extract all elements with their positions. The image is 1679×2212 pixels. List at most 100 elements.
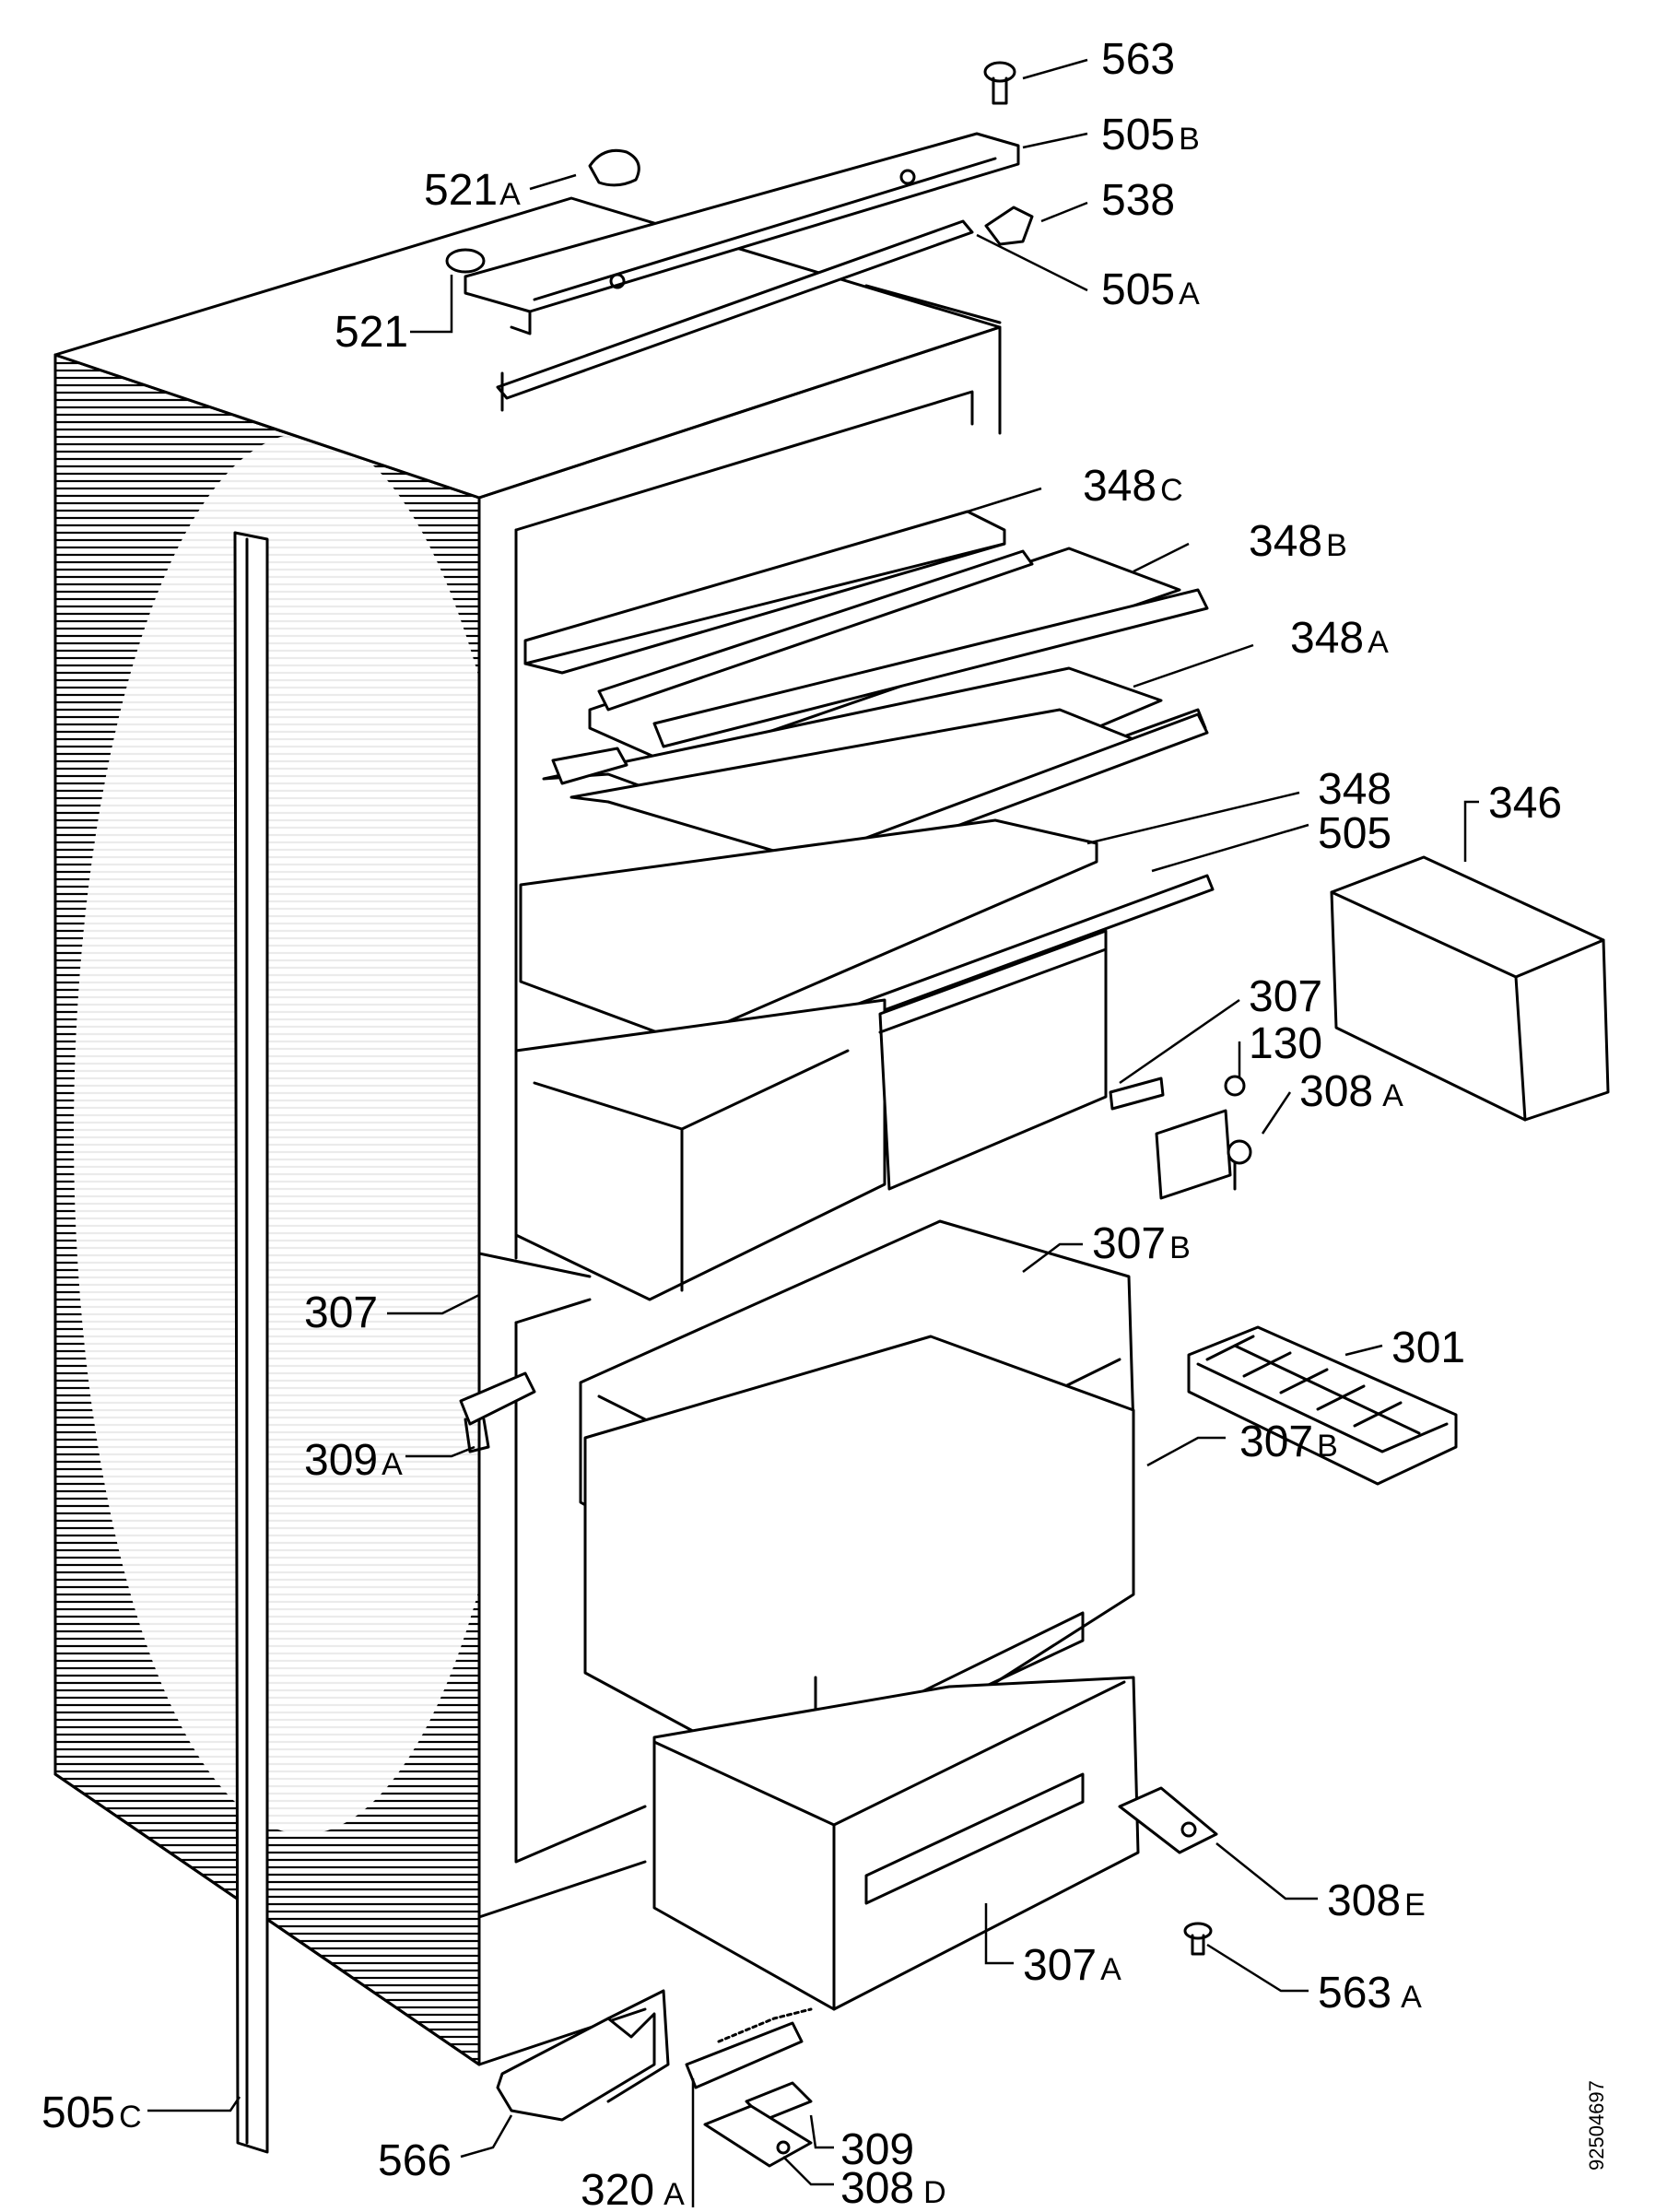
label-308d-suffix: D (923, 2175, 946, 2210)
label-563a: 563 (1318, 1969, 1391, 2018)
label-348c-suffix: C (1160, 473, 1183, 508)
svg-text:307: 307 (1249, 972, 1322, 1021)
label-307-left: 307 (304, 1288, 378, 1337)
label-309a-suffix: A (382, 1447, 403, 1482)
label-301: 301 (1391, 1324, 1465, 1372)
top-hinge-bracket (464, 132, 1020, 335)
label-307b-1-suffix: B (1169, 1230, 1191, 1265)
label-307b-2-suffix: B (1317, 1429, 1338, 1464)
label-505a: 505 (1101, 265, 1175, 314)
label-521a-suffix: A (499, 177, 521, 212)
label-505: 505 (1318, 809, 1391, 858)
svg-text:538: 538 (1101, 176, 1175, 225)
svg-text:505: 505 (1318, 809, 1391, 858)
label-521: 521 (335, 308, 408, 357)
label-563a-suffix: A (1401, 1980, 1422, 2015)
svg-text:563: 563 (1101, 35, 1175, 84)
label-505b: 505 (1101, 111, 1175, 159)
hinge-parts-right (1109, 1075, 1252, 1200)
hinge-308e (1118, 1786, 1218, 1854)
cabinet-front-frame (477, 325, 1002, 500)
label-348a: 348 (1290, 614, 1364, 663)
label-348: 348 (1318, 765, 1391, 814)
door-gasket (233, 531, 269, 2154)
svg-text:307: 307 (304, 1288, 378, 1337)
frame-trim (496, 219, 974, 412)
hinge-cap-521a (588, 148, 640, 187)
label-307a-suffix: A (1100, 1952, 1121, 1987)
label-348b: 348 (1249, 517, 1322, 566)
label-346: 346 (1488, 779, 1562, 828)
svg-text:521: 521 (335, 308, 408, 357)
ventilation-grille-566 (496, 1989, 670, 2122)
svg-text:566: 566 (378, 2136, 452, 2185)
label-307b-2: 307 (1239, 1418, 1313, 1466)
label-130: 130 (1249, 1019, 1322, 1068)
cabinet-side-glare (74, 433, 534, 1834)
bottom-hinge-320a (685, 2007, 813, 2089)
drawing-code: 92504697 (1585, 2080, 1608, 2171)
label-308e: 308 (1327, 1877, 1401, 1925)
label-538: 538 (1101, 176, 1175, 225)
clip-538 (984, 206, 1034, 246)
label-320a: 320 (581, 2166, 654, 2212)
label-348a-suffix: A (1368, 625, 1389, 660)
hinge-cap-521 (445, 248, 486, 274)
label-563: 563 (1101, 35, 1175, 84)
label-348b-suffix: B (1326, 528, 1347, 563)
screw-563 (983, 61, 1016, 105)
cabinet (53, 196, 1002, 2066)
label-309: 309 (840, 2125, 914, 2174)
door-bin (1330, 855, 1610, 1122)
crisper-drawer-right (878, 929, 1108, 1191)
label-505b-suffix: B (1179, 122, 1200, 157)
shelf-348b (588, 547, 1209, 767)
svg-text:348: 348 (1318, 765, 1391, 814)
label-308e-suffix: E (1404, 1888, 1426, 1923)
label-505c: 505 (41, 2088, 115, 2137)
label-308d: 308 (840, 2164, 914, 2212)
svg-text:521A: 521A (424, 166, 521, 215)
label-521a: 521 (424, 166, 498, 215)
label-505c-suffix: C (119, 2100, 142, 2135)
svg-text:301: 301 (1391, 1324, 1465, 1372)
label-308a: 308 (1299, 1067, 1373, 1116)
svg-text:130: 130 (1249, 1019, 1322, 1068)
label-307b-1: 307 (1092, 1219, 1166, 1268)
freezer-drawer-bottom (652, 1676, 1140, 2011)
label-307a: 307 (1023, 1941, 1097, 1990)
screw-563a (1183, 1922, 1213, 1956)
hinge-308d (703, 2104, 813, 2168)
label-348c: 348 (1083, 462, 1157, 511)
label-308a-suffix: A (1382, 1078, 1403, 1113)
label-309a: 309 (304, 1436, 378, 1485)
label-320a-suffix: A (663, 2177, 685, 2212)
svg-text:309: 309 (840, 2125, 914, 2174)
label-566: 566 (378, 2136, 452, 2185)
cabinet-inner-liner (514, 390, 974, 532)
svg-text:92504697: 92504697 (1585, 2080, 1608, 2171)
leader-lines (147, 58, 1479, 2207)
label-505a-suffix: A (1179, 276, 1200, 312)
svg-text:346: 346 (1488, 779, 1562, 828)
crisper-drawer-left (514, 998, 886, 1301)
ice-tray (1187, 1325, 1458, 1486)
label-307-top: 307 (1249, 972, 1322, 1021)
